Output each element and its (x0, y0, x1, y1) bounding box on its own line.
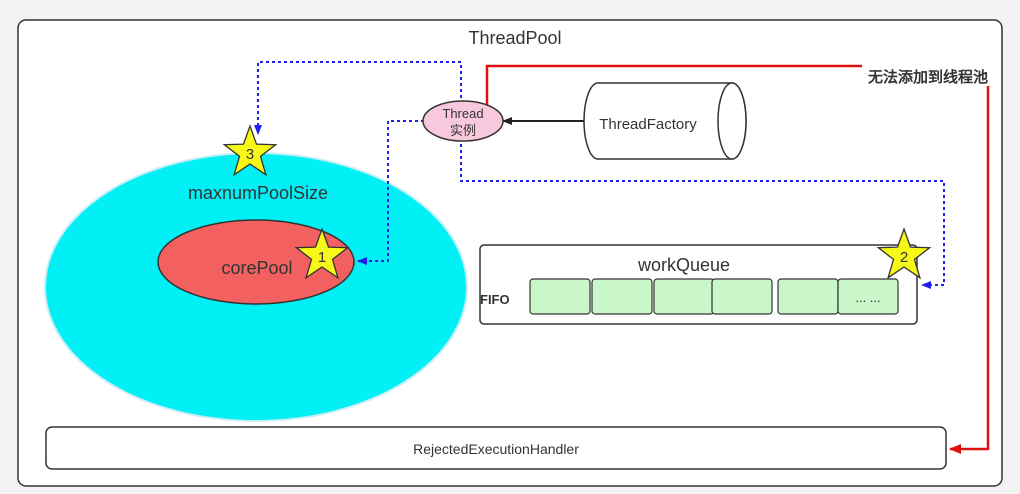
threadpool-title: ThreadPool (468, 28, 561, 48)
thread-factory-label: ThreadFactory (599, 116, 697, 133)
step-stars: 1 2 3 (222, 124, 932, 280)
rejected-handler-label: RejectedExecutionHandler (413, 441, 579, 457)
reject-label: 无法添加到线程池 (867, 68, 988, 86)
max-pool-label: maxnumPoolSize (188, 183, 328, 203)
reject-label-bg (862, 64, 996, 86)
queue-slot (529, 278, 591, 315)
step-star (222, 124, 278, 177)
queue-slot (837, 278, 899, 315)
thread-instance-line1: Thread (442, 106, 483, 121)
thread-to-core-path (357, 120, 424, 265)
queue-slot-label: ... ... (855, 290, 880, 305)
queue-slot (591, 278, 653, 315)
step-number: 2 (900, 249, 908, 266)
core-pool-label: corePool (221, 258, 292, 278)
queue-slot (777, 278, 839, 315)
work-queue-label: workQueue (637, 255, 730, 275)
thread-instance-line2: 实例 (450, 124, 476, 139)
step-number: 1 (318, 249, 326, 266)
rejected-handler-box (45, 426, 947, 470)
thread-factory-cylinder: ThreadFactory (583, 82, 747, 160)
queue-slot (653, 278, 715, 315)
step-number: 3 (246, 146, 254, 163)
work-queue-slots: ... ... (529, 278, 899, 315)
thread-to-max-path (254, 61, 462, 135)
step-star (876, 227, 932, 280)
thread-to-queue-path (460, 138, 945, 289)
fifo-label: FIFO (480, 292, 510, 307)
step-star (294, 227, 350, 280)
core-pool-ellipse (157, 219, 355, 305)
queue-slot (711, 278, 773, 315)
thread-instance-ellipse (422, 100, 504, 142)
